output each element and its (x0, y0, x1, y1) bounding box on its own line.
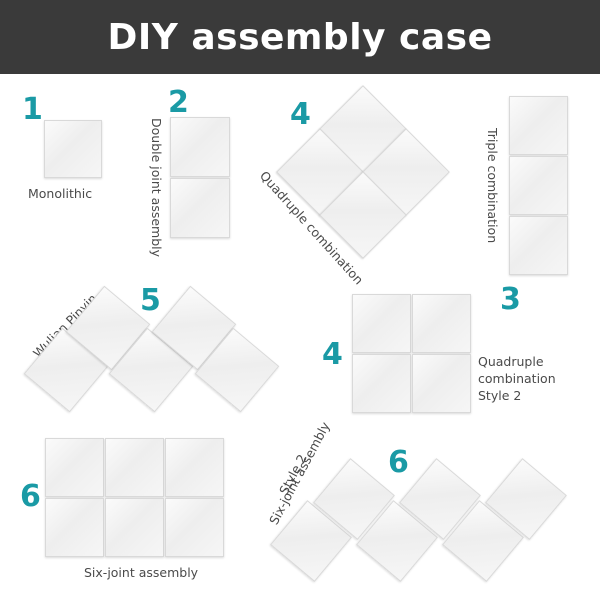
mirror-tile (509, 216, 568, 275)
case-label-monolithic: Monolithic (28, 186, 93, 201)
mirror-tile (170, 178, 230, 238)
case-number-3: 3 (500, 282, 521, 317)
mirror-tile (352, 294, 411, 353)
case-label-quadruple-style-2-line-1: Quadruple (478, 354, 544, 369)
mirror-tile (105, 438, 164, 497)
mirror-tile (412, 354, 471, 413)
mirror-tile (412, 294, 471, 353)
mirror-tile (509, 156, 568, 215)
case-label-quadruple-style-2-line-2: combination (478, 371, 556, 386)
case-number-2: 2 (168, 85, 189, 120)
mirror-tile (44, 120, 102, 178)
mirror-tile (45, 498, 104, 557)
case-number-6: 6 (20, 479, 41, 514)
case-number-5: 5 (140, 283, 161, 318)
case-number-1: 1 (22, 92, 43, 127)
case-label-triple: Triple combination (485, 128, 500, 244)
mirror-tile (352, 354, 411, 413)
mirror-tile (509, 96, 568, 155)
mirror-tile (45, 438, 104, 497)
page-title: DIY assembly case (107, 17, 493, 58)
case-number-4-style-2: 4 (322, 337, 343, 372)
case-label-six-joint: Six-joint assembly (84, 565, 199, 580)
case-label-quadruple-style-2-line-3: Style 2 (478, 388, 522, 403)
mirror-tile (105, 498, 164, 557)
case-number-4: 4 (290, 97, 311, 132)
header-banner (0, 0, 600, 74)
case-label-double-joint: Double joint assembly (149, 118, 164, 258)
mirror-tile (165, 438, 224, 497)
mirror-tile (165, 498, 224, 557)
case-number-6-style-2: 6 (388, 445, 409, 480)
mirror-tile (170, 117, 230, 177)
